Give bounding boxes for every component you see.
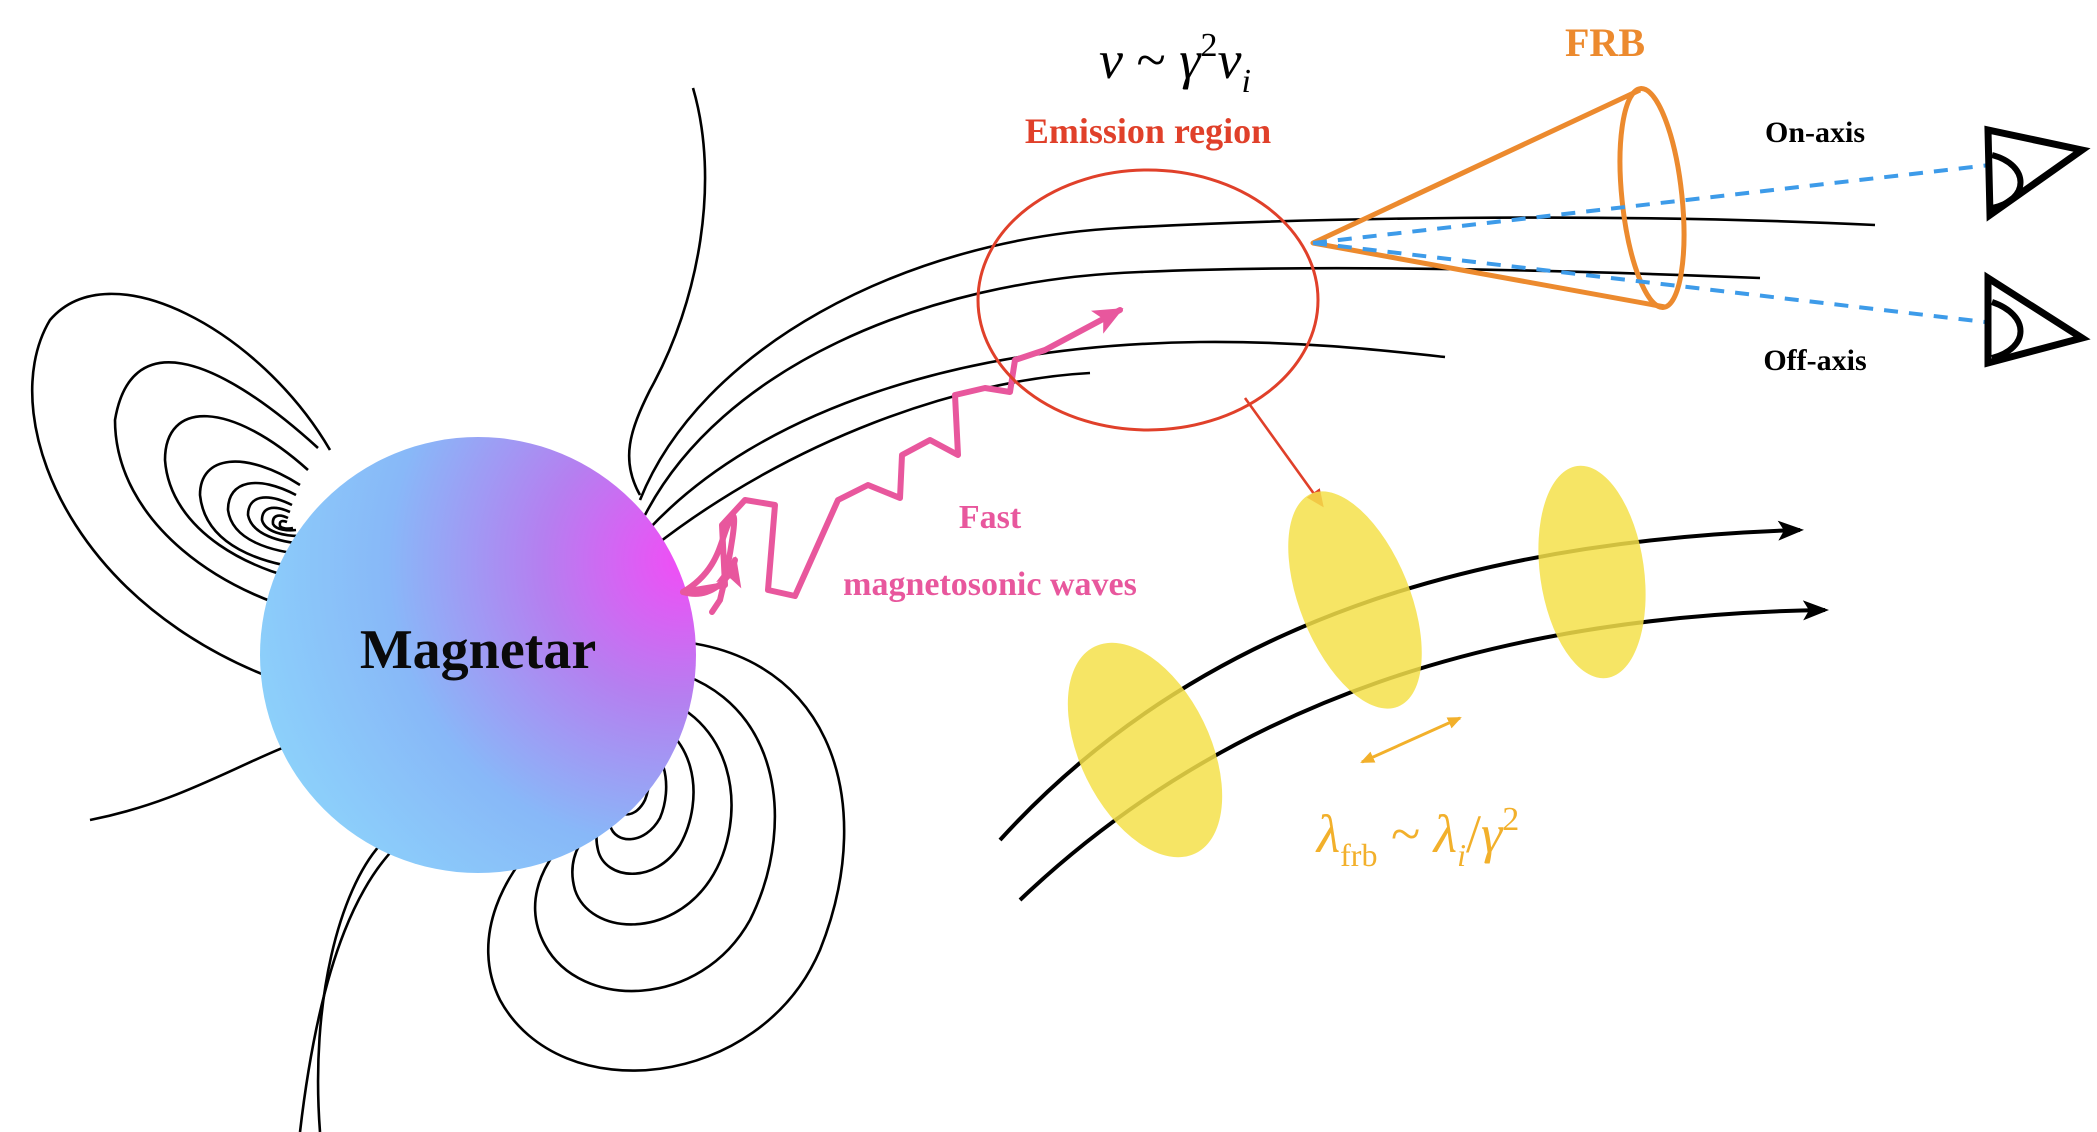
on-axis-label: On-axis [1765,116,1865,149]
bunch-1 [1067,642,1223,858]
emission-region: Emission region [976,111,1324,508]
emitting-bunches [1067,465,1646,858]
eye-pupil [1990,299,2024,361]
fast-waves-label-line1: Fast [959,499,1022,536]
fast-magnetosonic-wave-arrow [680,513,735,615]
eye-icon [1984,271,2091,368]
frb-label: FRB [1565,20,1645,65]
magnetar-sphere [260,437,696,873]
off-axis-label: Off-axis [1763,344,1866,377]
frequency-equation: ν ~ γ2νi [1099,27,1251,100]
frb-cone: FRB [1310,20,1687,310]
bunch-2 [1288,491,1422,709]
wave-zigzag [680,307,1124,599]
upper-left-field-loops [30,292,346,702]
off-axis-observer: Off-axis [1763,271,2091,377]
eye-pupil [1991,152,2024,211]
on-axis-observer: On-axis [1765,116,2091,222]
fast-waves-label-line2: magnetosonic waves [843,566,1137,603]
eye-icon [1984,125,2091,222]
magnetar: Magnetar [260,437,696,873]
off-axis-sight-line [1312,241,1986,324]
emission-region-pointer-arrow [1243,397,1324,508]
lines-of-sight [1312,163,1991,324]
emission-region-label: Emission region [1025,111,1271,151]
emission-region-circle [976,168,1320,432]
on-axis-sight-line [1312,163,1991,245]
wavelength-equation: λfrb ~ λi/γ2 [1315,801,1520,873]
magnetar-label: Magnetar [360,619,596,681]
wavelength-arrow [1360,716,1462,764]
bunch-3 [1538,465,1646,679]
frb-cone-sides [1310,87,1666,310]
frb-cone-rim [1617,86,1687,310]
